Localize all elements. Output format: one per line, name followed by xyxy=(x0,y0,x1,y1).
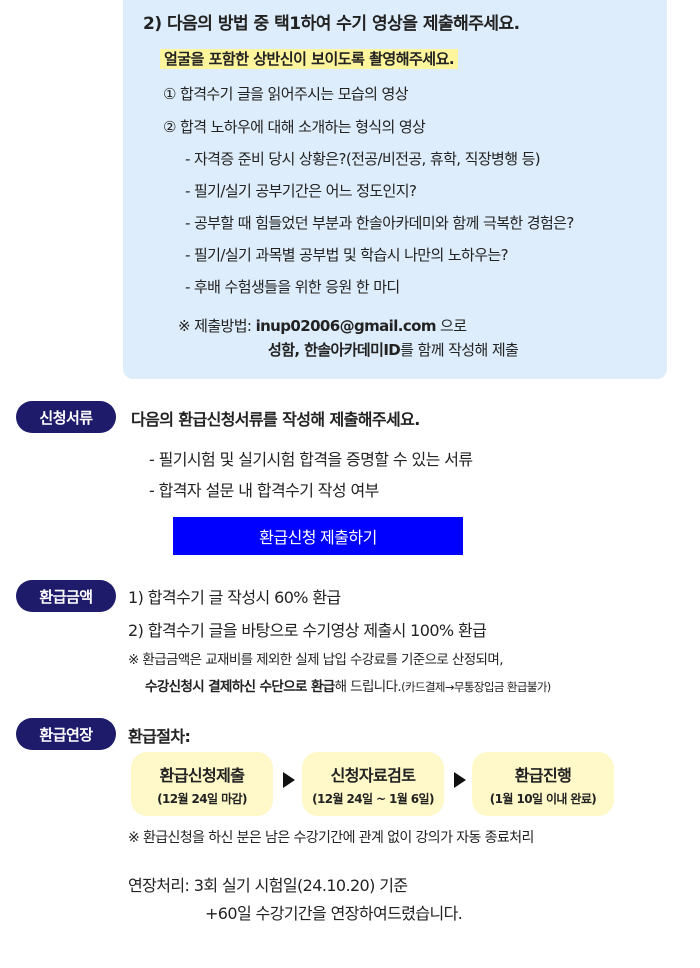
submit-method-line2: 성함, 한솔아카데미ID를 함께 작성해 제출 xyxy=(268,339,519,360)
step-review: 신청자료검토 (12월 24일 ~ 1월 6일) xyxy=(302,752,444,816)
question-item: - 후배 수험생들을 위한 응원 한 마디 xyxy=(185,278,400,296)
step-title: 환급신청제출 xyxy=(159,766,245,785)
extension-line-1: 연장처리: 3회 실기 시험일(24.10.20) 기준 xyxy=(128,876,408,895)
refund-exception: (카드결제→무통장입금 환급불가) xyxy=(401,680,551,694)
amount-note-1: ※ 환급금액은 교재비를 제외한 실제 납입 수강료를 기준으로 산정되며, xyxy=(128,652,504,668)
extension-badge: 환급연장 xyxy=(16,718,116,750)
step-refund-process: 환급진행 (1월 10일 이내 완료) xyxy=(472,752,614,816)
question-item: - 공부할 때 힘들었던 부분과 한솔아카데미와 함께 극복한 경험은? xyxy=(185,214,574,232)
step-date: (1월 10일 이내 완료) xyxy=(489,792,597,806)
email-address: inup02006@gmail.com xyxy=(255,317,437,335)
question-item: - 자격증 준비 당시 상황은?(전공/비전공, 휴학, 직장병행 등) xyxy=(185,150,541,168)
document-item: - 필기시험 및 실기시험 합격을 증명할 수 있는 서류 xyxy=(149,450,473,469)
submit-refund-button[interactable]: 환급신청 제출하기 xyxy=(173,517,463,555)
question-item: - 필기/실기 공부기간은 어느 정도인지? xyxy=(185,182,417,200)
refund-method: 수강신청시 결제하신 수단으로 환급 xyxy=(145,679,335,695)
submit-required-fields: 성함, 한솔아카데미ID xyxy=(268,341,401,359)
option-2: ② 합격 노하우에 대해 소개하는 형식의 영상 xyxy=(163,118,426,136)
document-item: - 합격자 설문 내 합격수기 작성 여부 xyxy=(149,481,379,500)
question-item: - 필기/실기 과목별 공부법 및 학습시 나만의 노하우는? xyxy=(185,246,509,264)
step-date: (12월 24일 ~ 1월 6일) xyxy=(312,792,434,806)
option-1: ① 합격수기 글을 읽어주시는 모습의 영상 xyxy=(163,85,408,103)
submit-method: ※ 제출방법: inup02006@gmail.com 으로 xyxy=(178,315,467,336)
amount-line-1: 1) 합격수기 글 작성시 60% 환급 xyxy=(128,588,341,607)
documents-badge: 신청서류 xyxy=(16,401,116,433)
arrow-right-icon xyxy=(454,772,466,788)
documents-title: 다음의 환급신청서류를 작성해 제출해주세요. xyxy=(131,410,420,429)
extension-note: ※ 환급신청을 하신 분은 남은 수강기간에 관계 없이 강의가 자동 종료처리 xyxy=(128,830,534,846)
amount-note-2: 수강신청시 결제하신 수단으로 환급해 드립니다.(카드결제→무통장입금 환급불… xyxy=(145,675,551,695)
procedure-label: 환급절차: xyxy=(128,727,191,746)
refund-note: 해 드립니다. xyxy=(334,679,402,695)
video-title: 2) 다음의 방법 중 택1하여 수기 영상을 제출해주세요. xyxy=(143,14,520,34)
amount-badge: 환급금액 xyxy=(16,580,116,612)
submit-label: ※ 제출방법: xyxy=(178,317,256,335)
submit-suffix: 으로 xyxy=(435,317,467,335)
highlight-note: 얼굴을 포함한 상반신이 보이도록 촬영해주세요. xyxy=(160,49,459,69)
step-date: (12월 24일 마감) xyxy=(157,792,247,806)
arrow-right-icon xyxy=(283,772,295,788)
step-refund-submit: 환급신청제출 (12월 24일 마감) xyxy=(131,752,273,816)
step-title: 환급진행 xyxy=(514,766,572,785)
extension-line-2: +60일 수강기간을 연장하여드렸습니다. xyxy=(205,904,463,923)
submit-instruction: 를 함께 작성해 제출 xyxy=(400,341,519,359)
step-title: 신청자료검토 xyxy=(330,766,416,785)
amount-line-2: 2) 합격수기 글을 바탕으로 수기영상 제출시 100% 환급 xyxy=(128,621,487,640)
